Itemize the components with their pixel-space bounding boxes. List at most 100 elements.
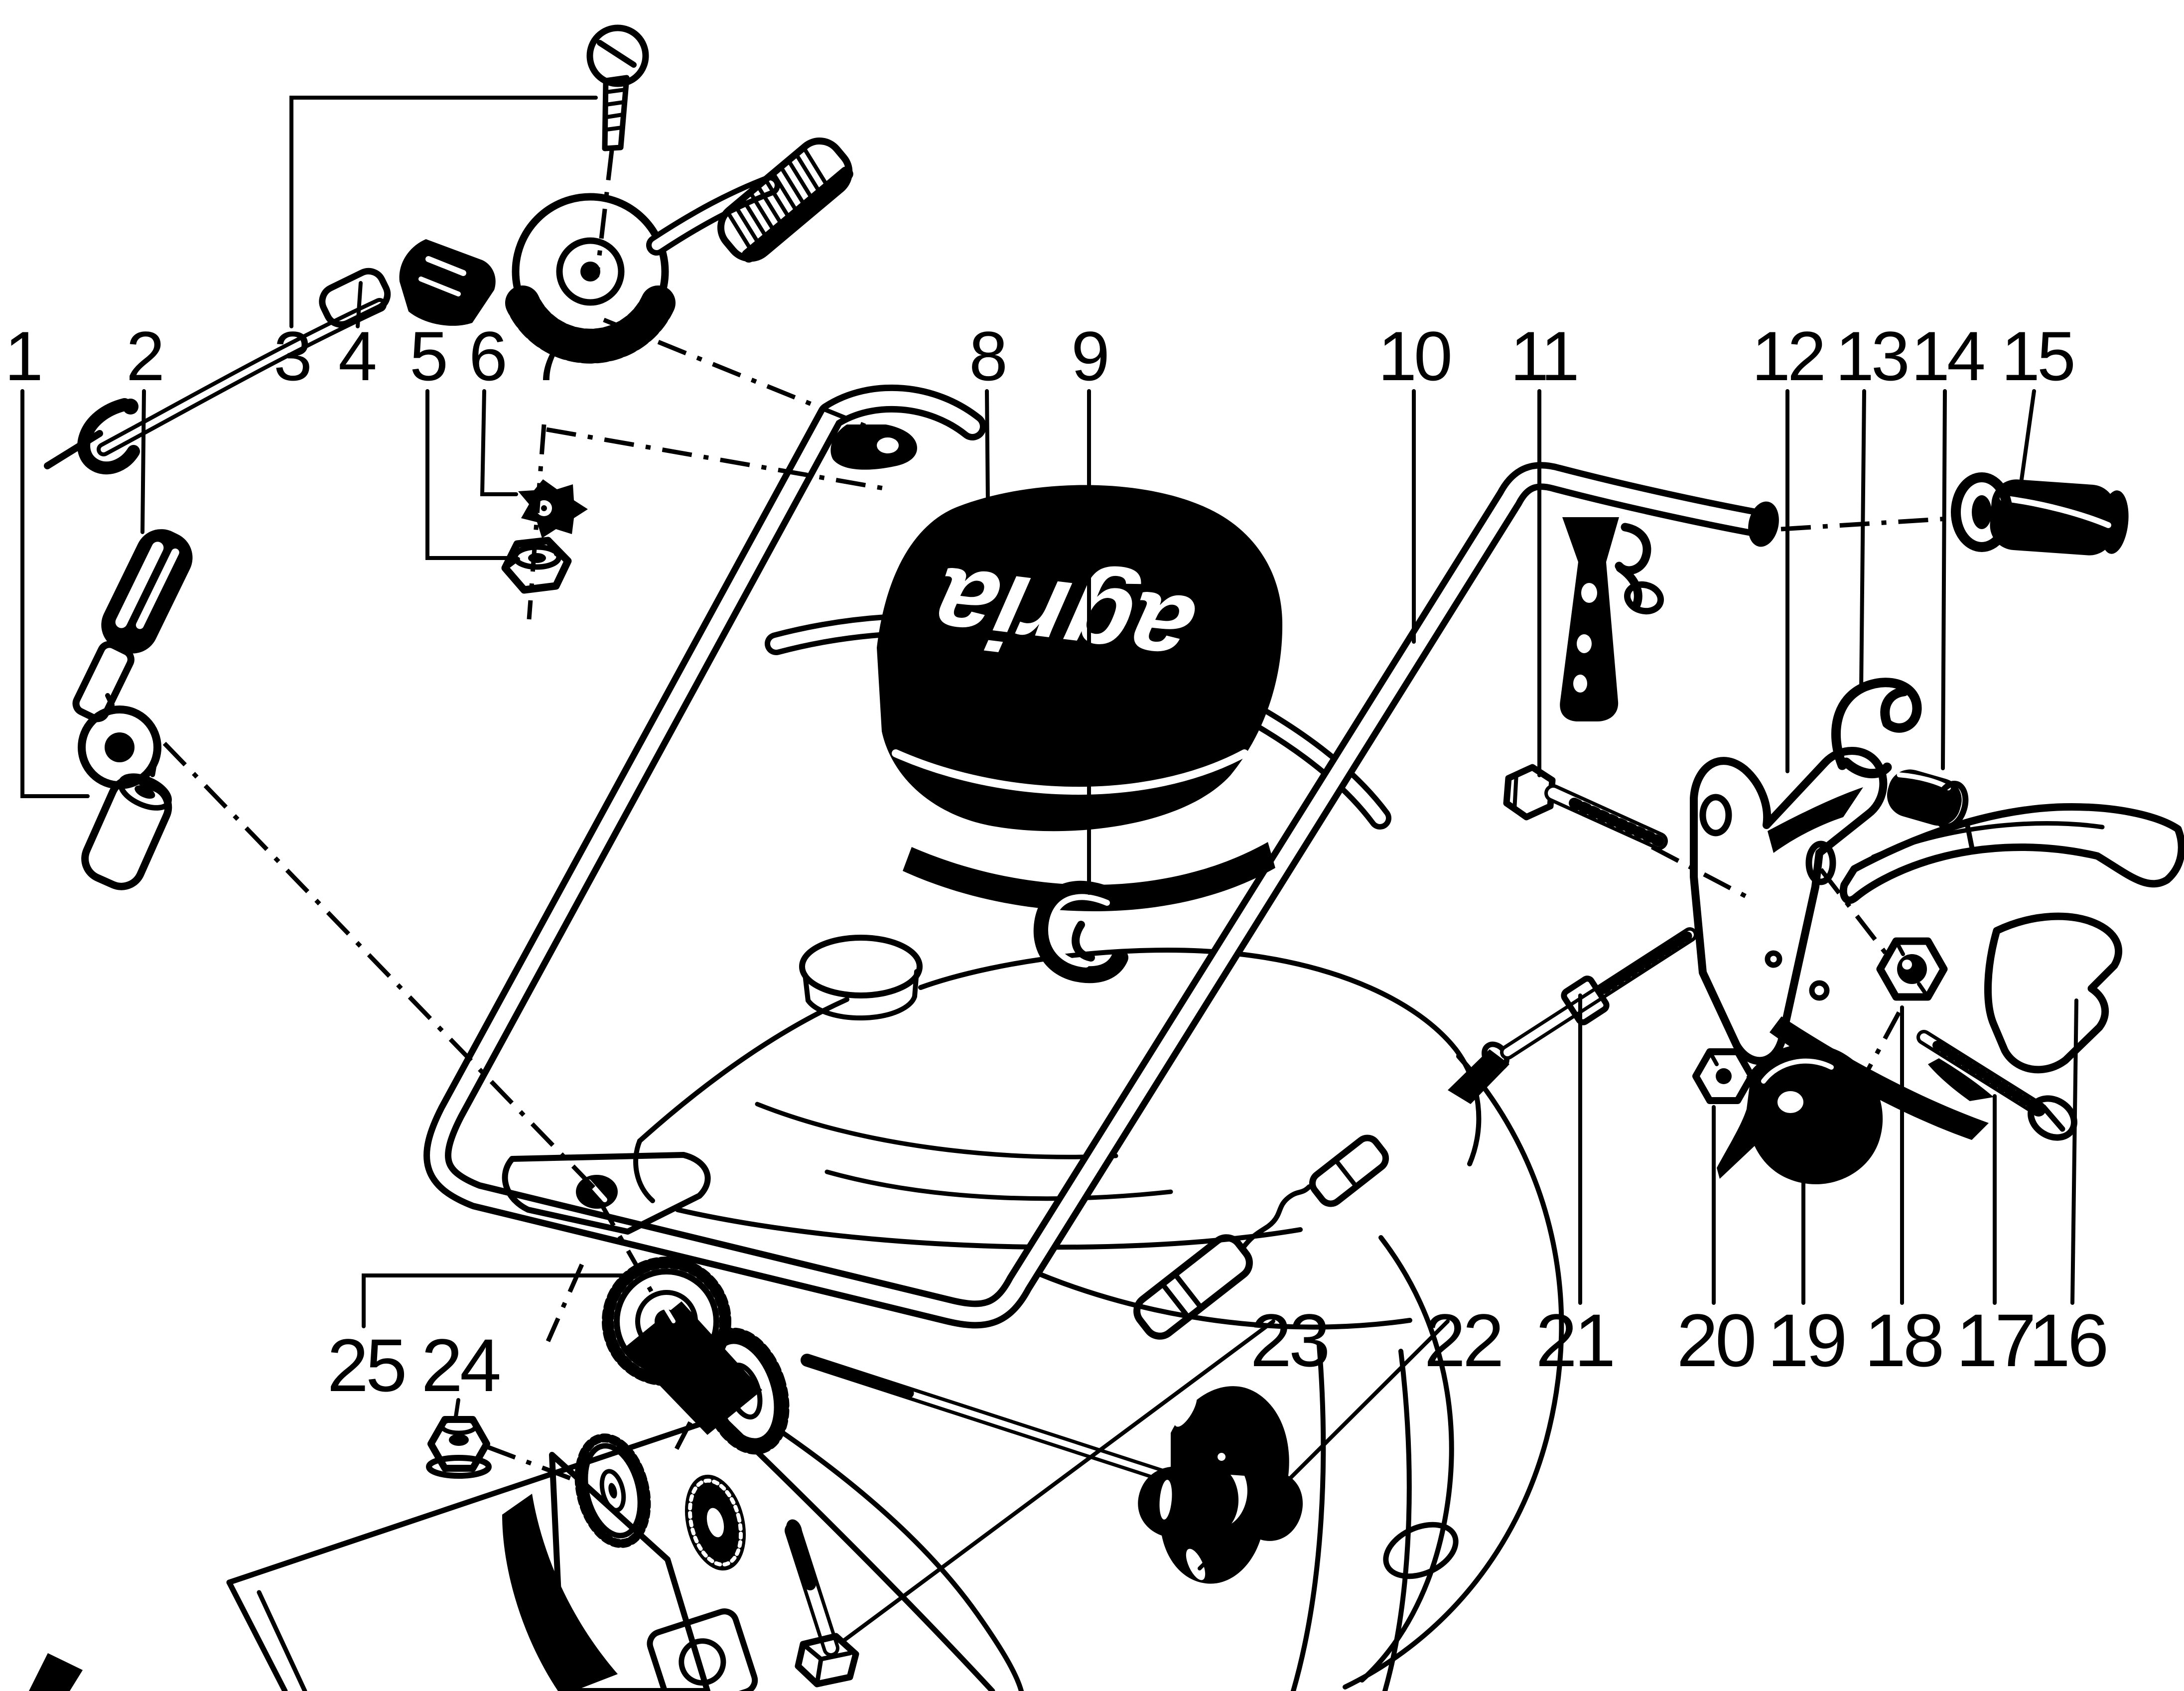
star-knob <box>1138 1386 1303 1584</box>
axis-line-11 <box>1746 1073 1776 1097</box>
right-handle-end-cap <box>1748 501 1779 547</box>
part-label-11: 11 <box>1510 317 1576 395</box>
part-leader-15 <box>2020 389 2036 481</box>
part-label-9: 9 <box>1071 317 1107 395</box>
part-leader-24 <box>453 1398 460 1422</box>
part-label-15: 15 <box>2001 317 2073 395</box>
axis-line-14 <box>675 1369 719 1450</box>
cable-guide-hook <box>1615 523 1651 575</box>
flange-nut-24 <box>426 1416 492 1479</box>
part-label-18: 18 <box>1865 1298 1942 1382</box>
hex-nut-20 <box>1692 1048 1755 1104</box>
clamp-screw <box>586 24 649 151</box>
lever-eye-ring <box>78 693 161 789</box>
part-label-10: 10 <box>1378 317 1450 395</box>
part-label-12: 12 <box>1752 317 1823 395</box>
part-leader-16 <box>2070 998 2078 1305</box>
axis-lines <box>162 150 1956 1483</box>
throttle-thumb-blade <box>717 138 853 263</box>
spacer-bushing <box>81 762 172 890</box>
part-leader-6 <box>480 389 518 496</box>
axis-line-3 <box>527 424 546 620</box>
axis-line-7 <box>597 1198 656 1297</box>
cable-wire <box>1240 1184 1312 1251</box>
handlebar-loop <box>423 384 1779 1329</box>
cable-end-hook <box>77 398 140 475</box>
axis-line-10 <box>1844 1011 1901 1112</box>
part-leader-25 <box>362 1273 630 1328</box>
cable-ferrule <box>319 268 391 328</box>
axis-line-6 <box>162 741 599 1193</box>
left-handle-clamp <box>830 424 917 470</box>
part-label-8: 8 <box>969 317 1005 395</box>
clutch-cable <box>1133 927 1697 1340</box>
leader-lines <box>20 96 2078 1643</box>
clamp-rod-knob <box>801 1354 1303 1584</box>
part-leader-1 <box>20 389 90 798</box>
axis-line-8 <box>1650 845 1754 902</box>
frame-corner-wedge <box>29 1653 83 1691</box>
star-washer <box>518 479 588 538</box>
grip-pad-edge <box>903 842 1275 912</box>
part-label-4: 4 <box>338 317 375 395</box>
machine-body <box>29 935 1564 1691</box>
axis-line-9 <box>1819 868 1891 959</box>
part-label-21: 21 <box>1536 1298 1613 1382</box>
spring-clip-13 <box>1831 678 1922 779</box>
part-label-19: 19 <box>1768 1298 1845 1382</box>
part-label-5: 5 <box>410 317 445 395</box>
cable-clip <box>1033 880 1128 984</box>
serrated-gear-a <box>602 1257 731 1386</box>
axis-line-1 <box>594 150 614 278</box>
part-leader-23 <box>841 1319 1275 1643</box>
screw-17 <box>1916 1030 2077 1141</box>
serrated-gear-b <box>699 1327 790 1455</box>
part-leader-5 <box>425 389 510 560</box>
handlebar-bracket <box>1560 517 1664 721</box>
pivot-pin-14 <box>1887 769 1969 830</box>
part-leader-14 <box>1941 389 1947 770</box>
swivel-joint <box>502 1257 790 1691</box>
hex-bolt-11 <box>1503 764 1668 850</box>
bracket-plate-12 <box>1690 747 1888 1065</box>
part-leader-8 <box>985 389 990 506</box>
part-label-2: 2 <box>126 317 162 395</box>
throttle-assembly <box>44 24 853 475</box>
cam-lever-19 <box>1717 1044 1883 1184</box>
swivel-arm <box>502 1494 618 1691</box>
part-label-25: 25 <box>327 1323 405 1407</box>
part-label-6: 6 <box>469 317 505 395</box>
grip-pad: agria <box>877 485 1283 912</box>
part-leader-3 <box>289 96 598 328</box>
part-label-22: 22 <box>1424 1298 1502 1382</box>
part-label-14: 14 <box>1911 317 1984 395</box>
part-label-17: 17 <box>1956 1298 2034 1382</box>
clutch-lever-16 <box>1839 803 2184 904</box>
handle-grip-15 <box>1951 472 2129 556</box>
part-label-1: 1 <box>4 317 40 395</box>
part-leader-13 <box>1859 389 1866 693</box>
axis-line-2 <box>603 317 887 437</box>
axis-line-5 <box>1780 516 1956 532</box>
part-leader-7 <box>546 324 562 355</box>
part-leader-2 <box>140 389 146 534</box>
axis-line-12 <box>486 1444 578 1483</box>
part-label-24: 24 <box>421 1323 500 1407</box>
part-leader-22 <box>1198 1319 1450 1570</box>
clamp-block <box>399 239 496 326</box>
loop-bottom-bracket <box>502 1152 711 1235</box>
part-label-13: 13 <box>1835 317 1907 395</box>
part-leader-4 <box>356 281 363 328</box>
part-label-7: 7 <box>531 317 566 395</box>
part-label-16: 16 <box>2029 1298 2106 1382</box>
hex-nut-5 <box>501 537 572 594</box>
hex-bolt-23 <box>785 1519 859 1688</box>
part-label-20: 20 <box>1677 1298 1754 1382</box>
grip-lever <box>72 529 193 722</box>
serrated-gear-c <box>574 1433 651 1548</box>
serrated-gear-d <box>684 1474 746 1571</box>
thumb-wheel <box>505 193 676 364</box>
